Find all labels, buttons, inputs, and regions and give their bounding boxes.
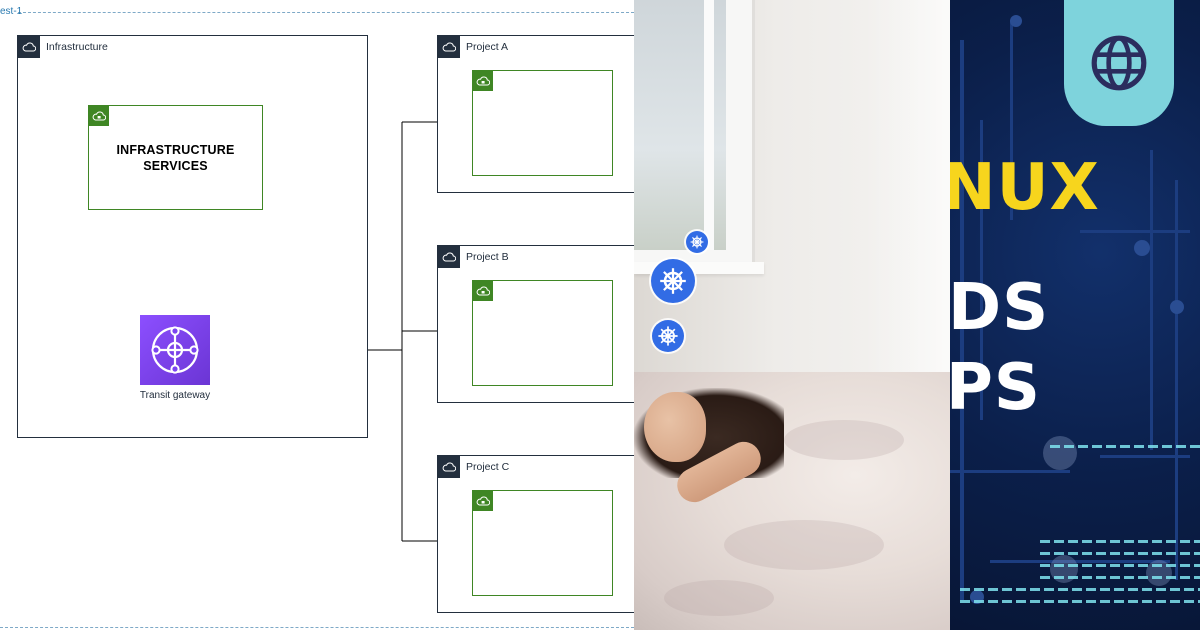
lock-cloud-icon — [473, 281, 493, 301]
project-c-subnet — [472, 490, 613, 596]
infrastructure-services-subnet: INFRASTRUCTURE SERVICES — [88, 105, 263, 210]
banner-word-linux: NUX — [950, 151, 1100, 225]
led-strip — [1040, 576, 1200, 579]
infrastructure-services-label: INFRASTRUCTURE SERVICES — [89, 142, 262, 174]
subnet-label-line-2: SERVICES — [143, 159, 208, 173]
circuit-trace — [1100, 455, 1190, 458]
cloud-icon — [18, 36, 40, 58]
cloud-icon — [438, 36, 460, 58]
transit-gateway-icon — [140, 315, 210, 385]
circuit-trace — [1150, 150, 1153, 450]
sheet-fold — [664, 580, 774, 616]
led-strip — [960, 588, 1200, 591]
circuit-trace — [1080, 230, 1190, 233]
lock-cloud-icon — [473, 491, 493, 511]
circuit-trace — [1175, 180, 1178, 580]
sheet-fold — [724, 520, 884, 570]
transit-gateway-label: Transit gateway — [139, 390, 211, 401]
kubernetes-icon — [686, 231, 708, 253]
project-a-subnet — [472, 70, 613, 176]
circuit-trace — [1010, 20, 1013, 220]
person-face — [644, 392, 706, 462]
window — [634, 0, 755, 272]
circuit-trace — [980, 120, 983, 420]
circuit-banner: NUX DS PS — [950, 0, 1200, 630]
bedroom-photo — [634, 0, 950, 630]
banner-word-devops: PS — [950, 351, 1041, 425]
aws-architecture-diagram: est-1 Infrastructure INFRASTRUCTURE SERV… — [0, 6, 634, 628]
sheet-fold — [784, 420, 904, 460]
kubernetes-icon — [651, 259, 695, 303]
led-strip — [1040, 564, 1200, 567]
globe-icon — [1091, 35, 1147, 91]
led-strip — [1050, 445, 1200, 448]
region-label: est-1 — [0, 6, 23, 17]
lock-cloud-icon — [473, 71, 493, 91]
globe-badge — [1064, 0, 1174, 126]
circuit-pad — [1010, 15, 1022, 27]
project-b-title: Project B — [466, 251, 509, 263]
window-mullion — [704, 0, 714, 250]
region-border-bottom — [0, 627, 634, 628]
region-border-top — [18, 12, 634, 13]
circuit-trace — [960, 40, 964, 600]
circuit-pad — [1134, 240, 1150, 256]
project-a-title: Project A — [466, 41, 509, 53]
banner-word-pods: DS — [950, 271, 1050, 345]
light-dot — [1043, 436, 1077, 470]
led-strip — [1040, 552, 1200, 555]
infrastructure-group-title: Infrastructure — [46, 41, 108, 53]
circuit-trace — [990, 560, 1170, 563]
lock-cloud-icon — [89, 106, 109, 126]
circuit-trace — [950, 470, 1070, 473]
led-strip — [960, 600, 1200, 603]
project-c-title: Project C — [466, 461, 510, 473]
cloud-icon — [438, 246, 460, 268]
kubernetes-icon — [652, 320, 684, 352]
cloud-icon — [438, 456, 460, 478]
circuit-pad — [1170, 300, 1184, 314]
subnet-label-line-1: INFRASTRUCTURE — [116, 143, 235, 157]
project-b-subnet — [472, 280, 613, 386]
led-strip — [1040, 540, 1200, 543]
